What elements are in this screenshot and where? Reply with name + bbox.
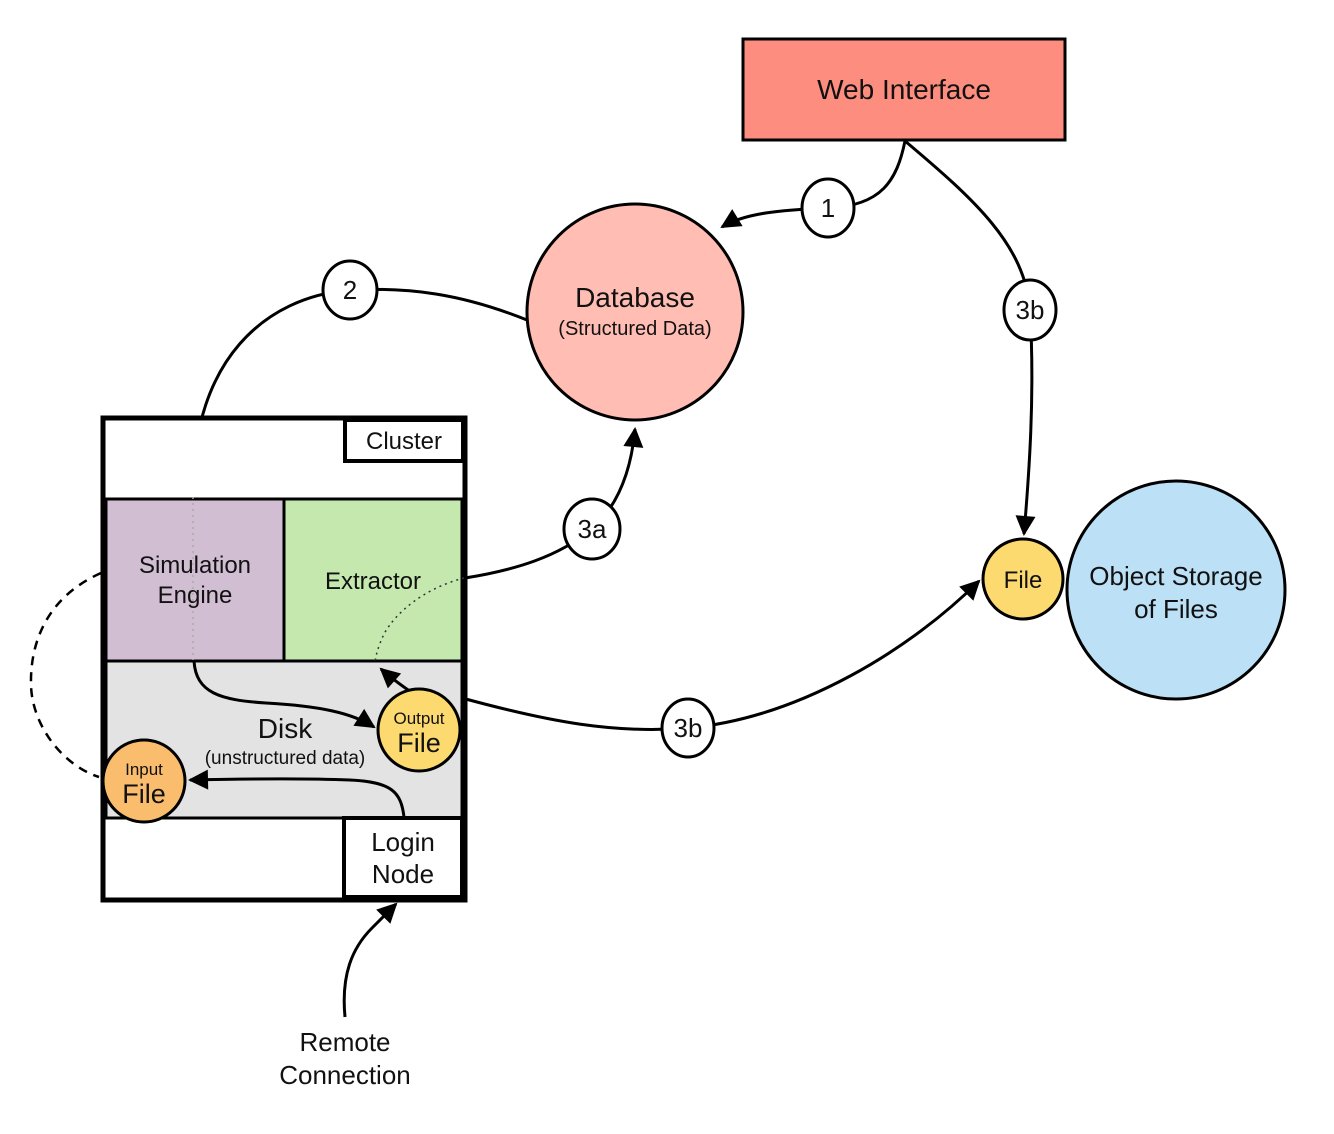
step-badge-3b-bottom: 3b <box>660 697 716 759</box>
step-badge-3b-bottom-label: 3b <box>674 713 703 743</box>
login-node-label-line1: Login <box>371 827 435 857</box>
file-circle <box>981 537 1065 621</box>
cluster-label-box <box>343 418 465 463</box>
disk-sublabel: (unstructured data) <box>205 748 366 769</box>
database-node: Database (Structured Data) <box>525 202 745 422</box>
simulation-engine-box <box>104 497 286 663</box>
web-interface-box <box>741 37 1067 142</box>
simulation-engine-label-line2: Engine <box>158 582 233 609</box>
step-badge-1-circle <box>800 177 856 239</box>
edge-dashed-simulation-engine-input-file <box>29 571 102 779</box>
step-badge-3b-bottom-circle <box>660 697 716 759</box>
file-node: File <box>981 537 1065 621</box>
step-badge-3a-circle <box>562 497 622 561</box>
edge-output-file-to-file <box>461 579 981 732</box>
step-badge-3a: 3a <box>562 497 622 561</box>
step-badge-1: 1 <box>800 177 856 239</box>
object-storage-circle <box>1065 479 1287 701</box>
database-label: Database <box>575 282 695 313</box>
edge-login-node-to-input-file <box>188 769 406 818</box>
remote-connection-line2: Connection <box>279 1060 411 1090</box>
step-badge-3b-top-label: 3b <box>1016 295 1045 325</box>
cluster-box: Cluster Login Node Simulation Engine Ext… <box>100 415 468 903</box>
trace-dotted-extractor-output-file <box>374 577 465 663</box>
edge-remote-connection-to-login-node <box>342 902 398 1018</box>
step-badge-2-label: 2 <box>343 275 357 305</box>
simulation-engine-label-line1: Simulation <box>139 552 251 579</box>
database-sublabel: (Structured Data) <box>558 318 711 340</box>
step-badge-2-circle <box>321 259 379 321</box>
login-node-label-line2: Node <box>372 859 434 889</box>
web-interface-node: Web Interface <box>741 37 1067 142</box>
step-badge-1-label: 1 <box>821 193 835 223</box>
edge-simulation-engine-to-output-file <box>192 660 376 729</box>
input-file-label-line2: File <box>122 779 166 809</box>
object-storage-node: Object Storage of Files <box>1065 479 1287 701</box>
cluster-label: Cluster <box>366 428 442 455</box>
output-file-label-line1: Output <box>393 709 444 728</box>
edge-web-interface-to-file <box>904 139 1036 536</box>
extractor-label: Extractor <box>325 568 421 595</box>
step-badge-3b-top-circle <box>1002 278 1058 342</box>
step-badge-3b-top: 3b <box>1002 278 1058 342</box>
extractor-box <box>282 497 464 663</box>
output-file-circle <box>376 687 462 773</box>
edge-extractor-to-database <box>464 427 644 580</box>
step-badge-2: 2 <box>321 259 379 321</box>
output-file-label-line2: File <box>397 728 441 758</box>
object-storage-label-line2: of Files <box>1134 594 1218 624</box>
disk-label: Disk <box>258 713 313 744</box>
web-interface-label: Web Interface <box>817 74 991 105</box>
database-circle <box>525 202 745 422</box>
login-node-box <box>342 816 464 899</box>
input-file-circle <box>101 738 187 824</box>
object-storage-label-line1: Object Storage <box>1089 561 1262 591</box>
file-label: File <box>1004 567 1043 594</box>
remote-connection-line1: Remote <box>299 1027 390 1057</box>
remote-connection-label: Remote Connection <box>279 1027 411 1090</box>
step-badge-3a-label: 3a <box>578 514 607 544</box>
input-file-label-line1: Input <box>125 760 163 779</box>
